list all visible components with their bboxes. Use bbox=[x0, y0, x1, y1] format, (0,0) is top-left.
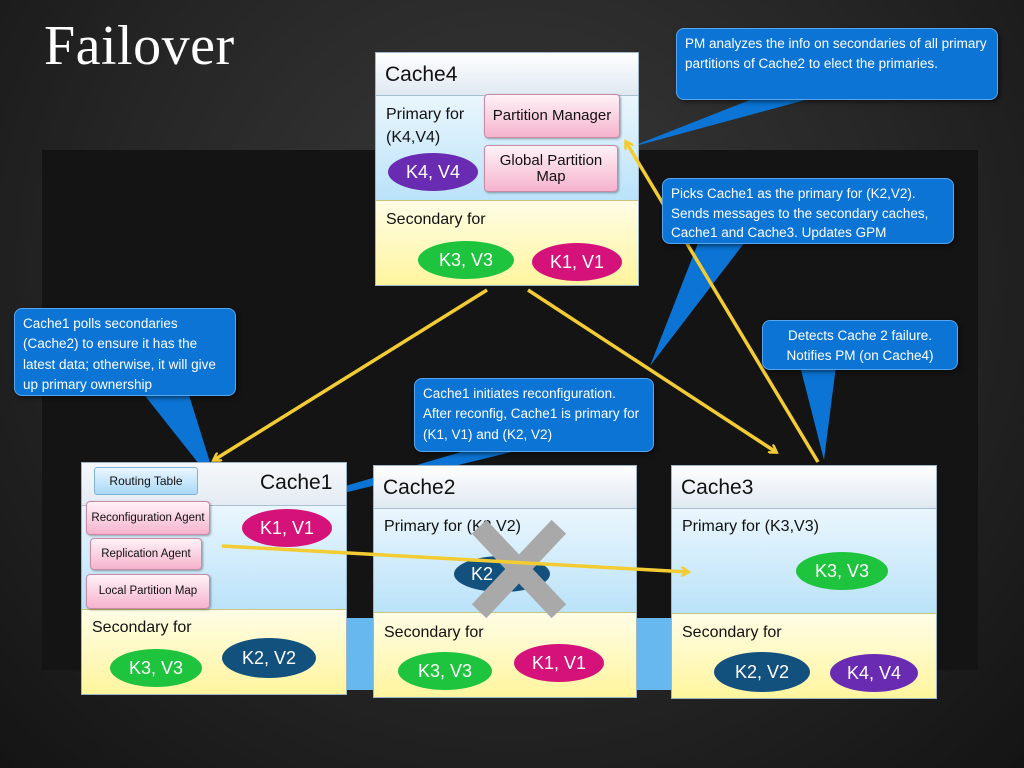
arrow-cache3-to-cache4 bbox=[626, 142, 820, 463]
slide-title: Failover bbox=[44, 15, 235, 77]
failure-x-icon bbox=[471, 519, 567, 619]
partition-manager-box: Partition Manager bbox=[484, 94, 620, 138]
cache4-title: Cache4 bbox=[385, 63, 458, 86]
local-partition-map-label: Local Partition Map bbox=[98, 585, 198, 598]
cache4-node: Cache4 Primary for (K4,V4) Partition Man… bbox=[375, 52, 639, 286]
cache4-secondary-label: Secondary for bbox=[386, 211, 486, 228]
callout-cache1-initiates: Cache1 initiates reconfiguration. After … bbox=[414, 378, 654, 452]
routing-table-label: Routing Table bbox=[109, 474, 183, 488]
routing-table-box: Routing Table bbox=[94, 467, 198, 495]
callout-cache1-polls: Cache1 polls secondaries (Cache2) to ens… bbox=[14, 308, 236, 396]
cache4-primary-label: Primary for (K4,V4) bbox=[386, 106, 465, 147]
cache4-secondary-cloud-1: K3, V3 bbox=[418, 235, 514, 279]
cache3-node: Cache3 Primary for (K3,V3) K3, V3 Second… bbox=[671, 465, 937, 699]
cache1-node: Cache1 Routing Table Reconfiguration Age… bbox=[81, 462, 347, 695]
callout-pm-analyzes: PM analyzes the info on secondaries of a… bbox=[676, 28, 998, 100]
cache2-secondary-label: Secondary for bbox=[384, 624, 484, 641]
arrow-cache1-to-cache3 bbox=[221, 544, 688, 572]
pm-callout-tail bbox=[628, 96, 820, 148]
replication-agent-label: Replication Agent bbox=[101, 547, 191, 560]
cluster-strip-right bbox=[637, 618, 671, 690]
arrow-cache4-to-cache3 bbox=[527, 288, 776, 452]
reconfiguration-agent-box: Reconfiguration Agent bbox=[86, 501, 210, 535]
cache3-title: Cache3 bbox=[681, 476, 754, 499]
cache3-secondary-label: Secondary for bbox=[682, 624, 782, 641]
cache4-header: Cache4 bbox=[376, 53, 638, 96]
cache3-primary-label: Primary for (K3,V3) bbox=[682, 518, 819, 535]
cache4-secondary-cloud-2: K1, V1 bbox=[532, 237, 622, 281]
global-partition-map-label: Global Partition Map bbox=[499, 151, 603, 185]
cache2-title: Cache2 bbox=[383, 476, 456, 499]
cache2-header: Cache2 bbox=[374, 466, 636, 509]
global-partition-map-box: Global Partition Map bbox=[484, 145, 618, 192]
reconfiguration-agent-label: Reconfiguration Agent bbox=[91, 511, 205, 524]
cache4-primary-cloud: K4, V4 bbox=[388, 147, 478, 191]
arrow-cache4-to-cache1 bbox=[214, 288, 488, 460]
cache1-secondary-cloud-1: K3, V3 bbox=[110, 643, 202, 687]
detects-callout-tail bbox=[800, 366, 836, 460]
replication-agent-box: Replication Agent bbox=[90, 538, 202, 570]
partition-manager-label: Partition Manager bbox=[492, 107, 612, 125]
local-partition-map-box: Local Partition Map bbox=[86, 574, 210, 609]
cache1-secondary-label: Secondary for bbox=[92, 619, 192, 636]
cache1-title: Cache1 bbox=[260, 471, 333, 494]
callout-detects-failure: Detects Cache 2 failure. Notifies PM (on… bbox=[762, 320, 958, 370]
cache3-header: Cache3 bbox=[672, 466, 936, 509]
picks-callout-tail bbox=[650, 238, 748, 366]
callout-picks-cache1: Picks Cache1 as the primary for (K2,V2).… bbox=[662, 178, 954, 244]
cache3-secondary-cloud-2: K4, V4 bbox=[830, 648, 918, 692]
cluster-strip-left bbox=[346, 618, 374, 690]
